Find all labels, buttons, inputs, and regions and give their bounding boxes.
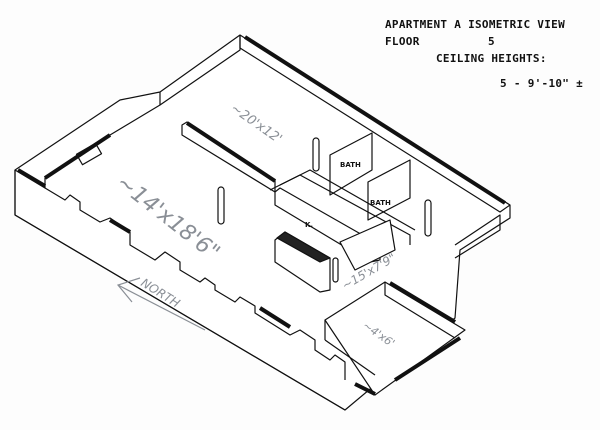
slab-front-edge	[14, 170, 346, 411]
right-wall	[239, 35, 511, 213]
partition-wall	[181, 121, 276, 193]
column	[217, 186, 225, 225]
bath-wall-2	[367, 159, 411, 221]
room-label-bath-2: BATH	[370, 199, 391, 207]
column	[424, 199, 432, 237]
floor-label: FLOOR	[385, 35, 420, 48]
front-wall	[44, 187, 346, 380]
north-arrow-icon	[116, 277, 206, 331]
floor-value: 5	[488, 35, 495, 48]
column	[312, 137, 320, 172]
room-label-kitchen: K.	[305, 221, 313, 229]
ceiling-heights-label: CEILING HEIGHTS:	[436, 52, 547, 65]
ceiling-height-value: 5 - 9'-10" ±	[500, 77, 584, 90]
room-label-bath-1: BATH	[340, 161, 361, 169]
lower-room	[324, 281, 466, 396]
drawing-title: APARTMENT A ISOMETRIC VIEW	[385, 18, 565, 31]
column	[332, 257, 339, 283]
kitchen-block	[339, 219, 396, 271]
